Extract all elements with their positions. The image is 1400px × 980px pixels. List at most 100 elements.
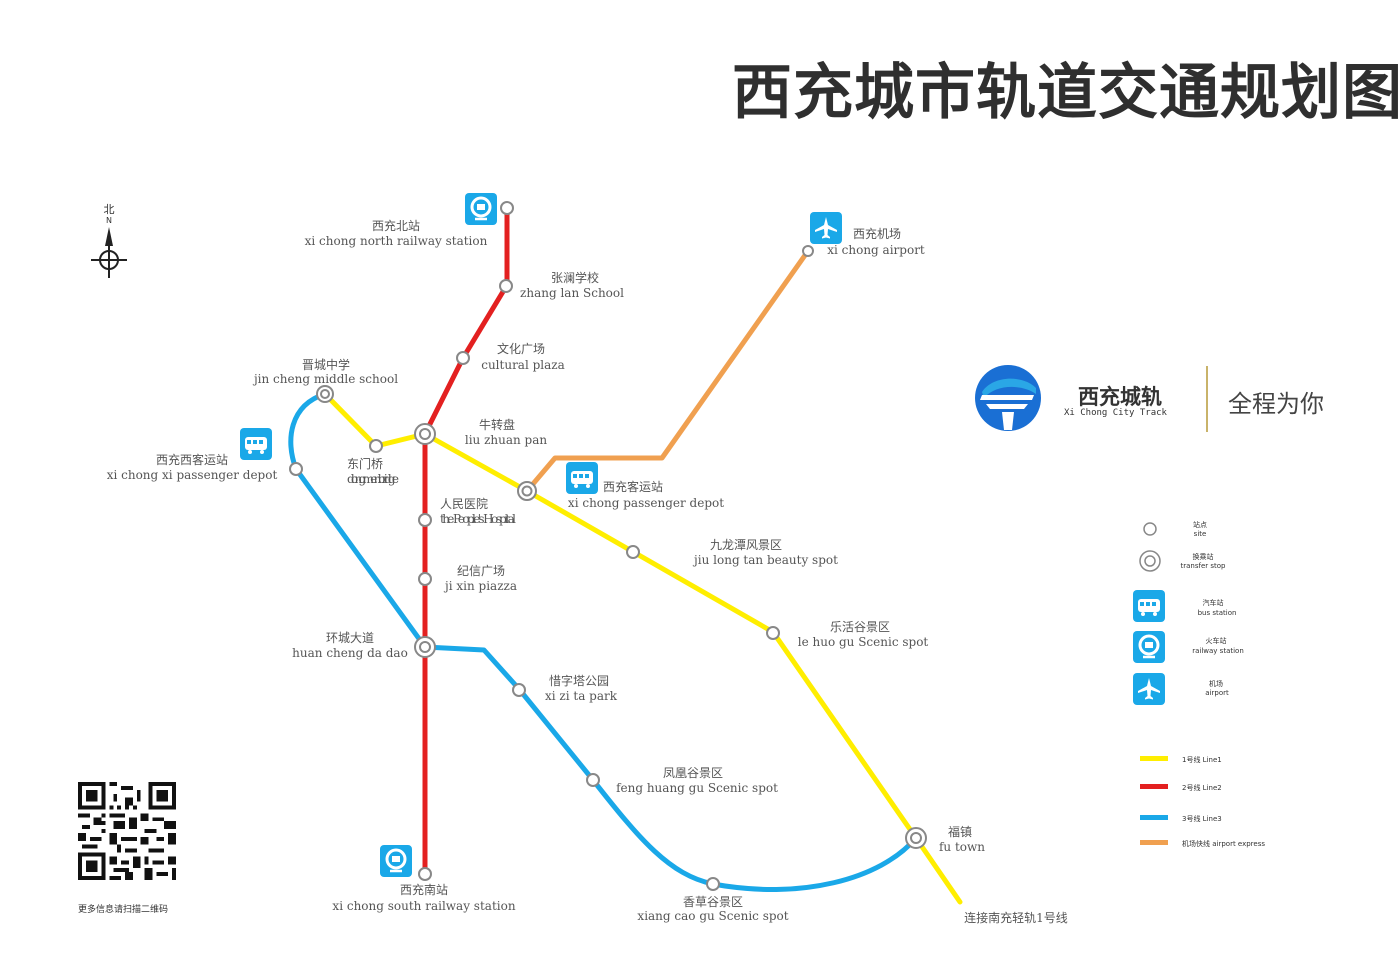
brand-logo-icon	[975, 365, 1041, 431]
station-xiangcaogu[interactable]	[706, 877, 720, 891]
legend-airport-label: 机场快线 airport express	[1182, 839, 1265, 848]
label-huancheng-cn: 环城大道	[326, 631, 374, 645]
label-passenger-depot-cn: 西充客运站	[603, 479, 663, 494]
legend-bus-cn: 汽车站	[1203, 598, 1224, 607]
label-xizita-cn: 惜字塔公园	[549, 673, 609, 688]
label-lehuogu-cn: 乐活谷景区	[830, 620, 890, 634]
station-fenghuanggu[interactable]	[586, 773, 600, 787]
label-cultural-en: cultural plaza	[481, 358, 565, 372]
station-huancheng[interactable]	[414, 636, 436, 658]
station-futown[interactable]	[905, 827, 927, 849]
station-zhanglan[interactable]	[499, 279, 513, 293]
label-jiulongtan-cn: 九龙潭风景区	[710, 538, 782, 552]
label-zhanglan-en: zhang lan School	[520, 286, 624, 300]
legend-site-icon	[1143, 522, 1157, 536]
qr-caption: 更多信息请扫描二维码	[78, 905, 169, 915]
west-depot-bus-icon	[240, 428, 272, 460]
station-west-depot[interactable]	[289, 462, 303, 476]
label-west-depot-en: xi chong xi passenger depot	[107, 468, 278, 482]
legend-line2-label: 2号线 Line2	[1182, 783, 1222, 792]
station-jincheng[interactable]	[316, 385, 334, 403]
legend-airplane-icon	[1133, 673, 1165, 705]
label-lehuogu-en: le huo gu Scenic spot	[798, 635, 929, 649]
label-south-railway-cn: 西充南站	[400, 882, 448, 897]
compass-north-icon: 北	[104, 203, 115, 216]
station-niuzhuanpan[interactable]	[414, 423, 436, 445]
north-railway-train-icon	[463, 191, 499, 227]
airport-airplane-icon	[810, 212, 842, 244]
label-zhanglan-cn: 张澜学校	[551, 270, 599, 285]
label-peoples-hospital-cn: 人民医院	[440, 497, 488, 511]
legend-transfer-icon	[1139, 550, 1161, 572]
label-jixin-cn: 纪信广场	[457, 564, 505, 578]
legend: 站点 site 换乘站 transfer stop 汽车站 bus statio…	[1131, 520, 1265, 848]
line3-route	[288, 391, 919, 892]
label-fenghuanggu-cn: 凤凰谷景区	[663, 766, 723, 780]
legend-line3-swatch	[1140, 815, 1168, 820]
label-futown-cn: 福镇	[948, 824, 972, 839]
station-jiulongtan[interactable]	[626, 545, 640, 559]
brand-slogan: 全程为你	[1228, 390, 1324, 418]
label-xizita-en: xi zi ta park	[545, 689, 618, 703]
legend-line2-swatch	[1140, 784, 1168, 789]
label-fenghuanggu-en: feng huang gu Scenic spot	[616, 781, 778, 795]
station-passenger-depot[interactable]	[517, 481, 537, 501]
legend-transfer-cn: 换乘站	[1193, 552, 1214, 561]
label-peoples-hospital-en: the People's Hospital	[440, 512, 516, 526]
station-north-railway[interactable]	[500, 201, 514, 215]
label-north-railway-cn: 西充北站	[372, 218, 420, 233]
station-lehuogu[interactable]	[766, 626, 780, 640]
legend-site-cn: 站点	[1193, 520, 1207, 529]
brand-divider	[1206, 366, 1208, 432]
label-jincheng-en: jin cheng middle school	[252, 372, 398, 386]
legend-line1-label: 1号线 Line1	[1182, 755, 1222, 764]
legend-line1-swatch	[1140, 756, 1168, 761]
passenger-depot-bus-icon	[566, 462, 598, 494]
label-airport-cn: 西充机场	[853, 226, 901, 241]
station-south-railway[interactable]	[418, 867, 432, 881]
station-airport[interactable]	[802, 245, 814, 257]
connector-note: 连接南充轻轨1号线	[964, 910, 1068, 925]
legend-airport-cn: 机场	[1209, 679, 1223, 688]
station-peoples-hospital[interactable]	[418, 513, 432, 527]
label-dongmen-en: dong men bridge	[347, 472, 399, 486]
legend-line3-label: 3号线 Line3	[1182, 814, 1222, 823]
legend-airport-swatch	[1140, 840, 1168, 845]
legend-bus-en: bus station	[1198, 609, 1237, 617]
label-dongmen-cn: 东门桥	[347, 456, 383, 471]
label-xiangcaogu-en: xiang cao gu Scenic spot	[637, 909, 788, 923]
label-passenger-depot-en: xi chong passenger depot	[568, 496, 724, 510]
compass-north-letter: N	[106, 216, 112, 225]
south-railway-train-icon	[378, 843, 414, 879]
legend-airport-en: airport	[1205, 689, 1229, 697]
label-south-railway-en: xi chong south railway station	[332, 899, 515, 913]
brand-name-en: Xi Chong City Track	[1064, 408, 1167, 418]
compass: 北 N	[91, 203, 127, 278]
legend-transfer-en: transfer stop	[1181, 562, 1227, 570]
label-jixin-en: ji xin piazza	[443, 579, 517, 593]
legend-site-en: site	[1194, 530, 1207, 538]
legend-bus-icon	[1133, 590, 1165, 622]
station-jixin[interactable]	[418, 572, 432, 586]
station-dongmen[interactable]	[369, 439, 383, 453]
brand-name: 西充城轨	[1078, 385, 1162, 409]
station-cultural[interactable]	[456, 351, 470, 365]
label-futown-en: fu town	[939, 840, 985, 854]
qr-code-icon[interactable]	[78, 782, 176, 880]
legend-train-cn: 火车站	[1206, 636, 1227, 645]
line2-route	[422, 205, 510, 877]
airport-express-route	[524, 248, 811, 494]
label-cultural-cn: 文化广场	[497, 341, 545, 356]
label-niuzhuanpan-en: liu zhuan pan	[465, 433, 548, 447]
legend-train-en: railway station	[1192, 647, 1244, 655]
station-xizita[interactable]	[512, 683, 526, 697]
label-north-railway-en: xi chong north railway station	[305, 234, 488, 248]
legend-train-icon	[1131, 629, 1167, 665]
label-airport-en: xi chong airport	[827, 243, 925, 257]
label-xiangcaogu-cn: 香草谷景区	[683, 895, 743, 909]
label-jiulongtan-en: jiu long tan beauty spot	[692, 553, 838, 567]
map-title: 西充城市轨道交通规划图	[732, 58, 1400, 128]
label-west-depot-cn: 西充西客运站	[156, 452, 228, 467]
label-niuzhuanpan-cn: 牛转盘	[479, 417, 515, 432]
